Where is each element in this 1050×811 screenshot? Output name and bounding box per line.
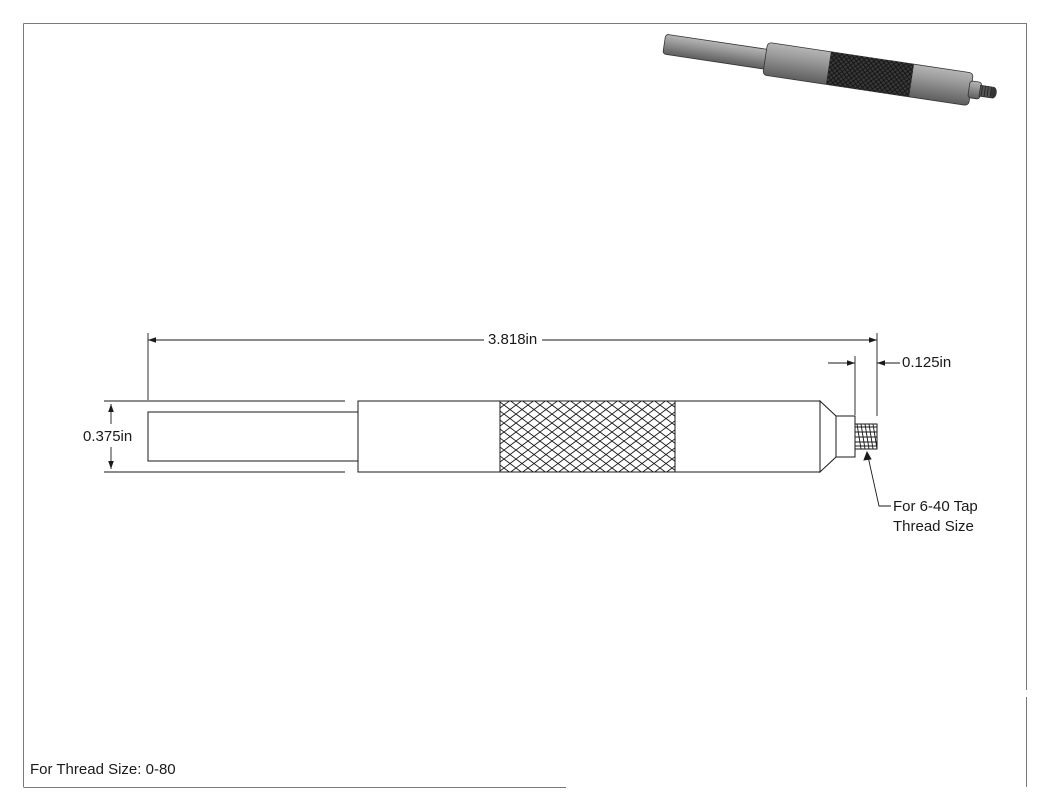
tap-note-line2: Thread Size <box>893 518 974 535</box>
dimension-overall-length <box>147 333 878 416</box>
tip-length-label: 0.125in <box>902 354 952 371</box>
dimension-diameter <box>104 400 345 473</box>
threaded-tip <box>854 423 878 450</box>
dimension-tip-length <box>828 356 900 415</box>
knurled-grip <box>499 400 676 473</box>
tap-note: For 6-40 Tap Thread Size <box>893 497 978 537</box>
thread-lines <box>855 423 878 450</box>
shaft <box>147 411 359 462</box>
footer-note: For Thread Size: 0-80 <box>30 761 176 778</box>
neck <box>835 415 856 458</box>
taper <box>819 399 837 474</box>
leader-tap-note <box>863 450 891 507</box>
tap-note-line1: For 6-40 Tap <box>893 498 978 515</box>
diameter-label: 0.375in <box>83 428 133 445</box>
overall-length-label: 3.818in <box>485 331 541 349</box>
isometric-view <box>662 34 997 106</box>
side-view <box>147 399 878 474</box>
sheet-border <box>23 23 1027 788</box>
